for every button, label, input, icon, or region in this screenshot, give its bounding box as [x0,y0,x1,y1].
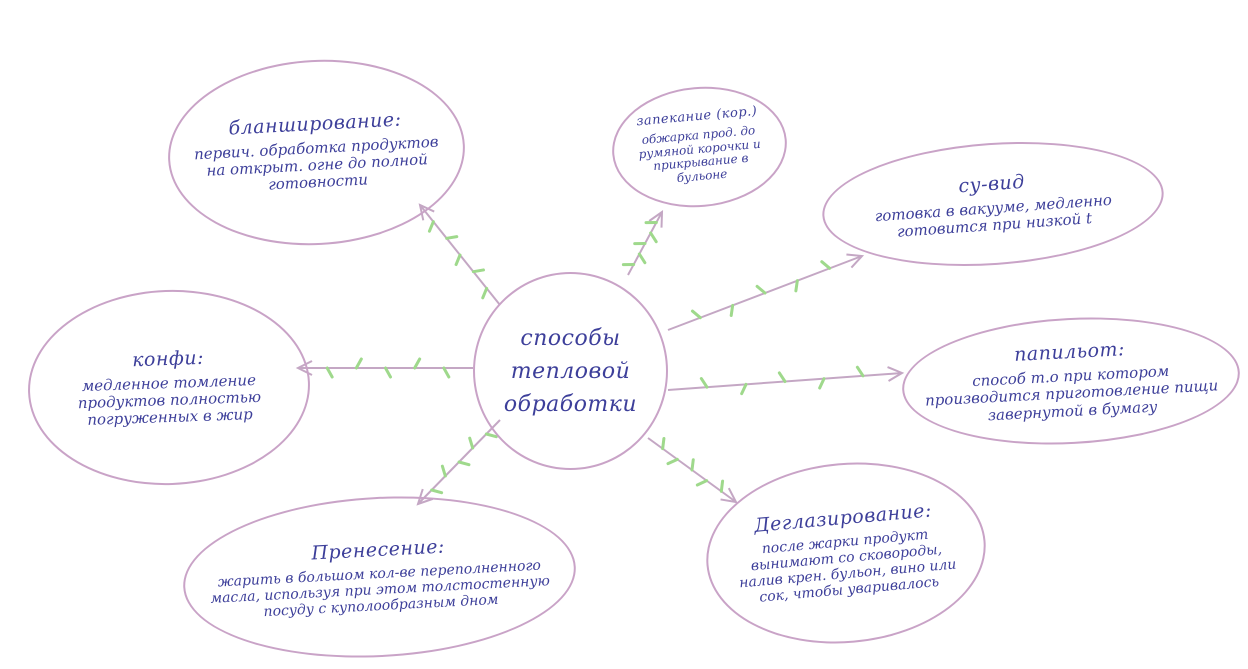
center-node: способы тепловой обработки [473,272,668,470]
leaf-mark [794,279,799,293]
node-description: готовка в вакууме, медленно готовится пр… [874,190,1113,241]
node-title: Пренесение: [310,535,446,565]
leaf-mark [719,479,725,493]
center-line-3: обработки [503,391,638,417]
leaf-mark [454,253,462,267]
leaf-decorations [325,220,865,495]
leaf-mark [690,458,695,472]
leaf-mark [666,457,679,466]
leaf-mark [354,357,363,370]
arrow-to-baking-head [648,210,664,228]
center-line-1: способы [520,325,621,351]
node-title: конфи: [131,346,205,371]
leaf-mark [755,284,767,295]
arrow-to-confit-head [295,360,313,376]
node-title: су-вид [957,170,1026,198]
node-description: медленное томление продуктов полностью п… [77,370,262,429]
leaf-mark [471,268,485,274]
leaf-mark [468,436,475,450]
center-line-2: тепловой [510,358,631,384]
leaf-mark [440,464,447,478]
leaf-mark [430,488,444,495]
leaf-mark [413,357,422,370]
leaf-mark [699,377,709,389]
node-title: папильот: [1013,338,1126,367]
leaf-mark [637,252,647,265]
leaf-mark [690,309,702,320]
leaf-mark [481,286,489,300]
leaf-mark [427,220,435,233]
leaf-mark [457,460,471,467]
leaf-mark [661,436,666,451]
leaf-mark [484,432,498,439]
leaf-mark [695,479,709,487]
leaf-mark [729,303,735,318]
node-description: обжарка прод. до румяной корочки и прикр… [638,122,762,186]
leaf-mark [442,366,451,379]
leaf-mark [325,366,334,379]
leaf-mark [649,231,658,244]
leaf-mark [740,382,748,396]
arrow-to-frying-head [416,488,434,506]
arrow-to-deglazing-head [720,487,738,504]
leaf-mark [777,371,787,383]
node-description: способ т.о при котором производится приг… [924,361,1219,424]
arrow-to-papillote-head [887,366,905,382]
leaf-mark [855,365,865,378]
leaf-mark [445,235,459,240]
leaf-mark [384,366,392,379]
leaf-mark [818,377,826,390]
leaf-mark [820,260,832,270]
node-description: первич. обработка продуктов на открыт. о… [193,132,439,194]
arrow-to-sous-vide-head [846,253,865,269]
arrow-to-blanching-head [418,203,435,221]
node-description: жарить в большом кол-ве переполненного м… [210,557,551,621]
